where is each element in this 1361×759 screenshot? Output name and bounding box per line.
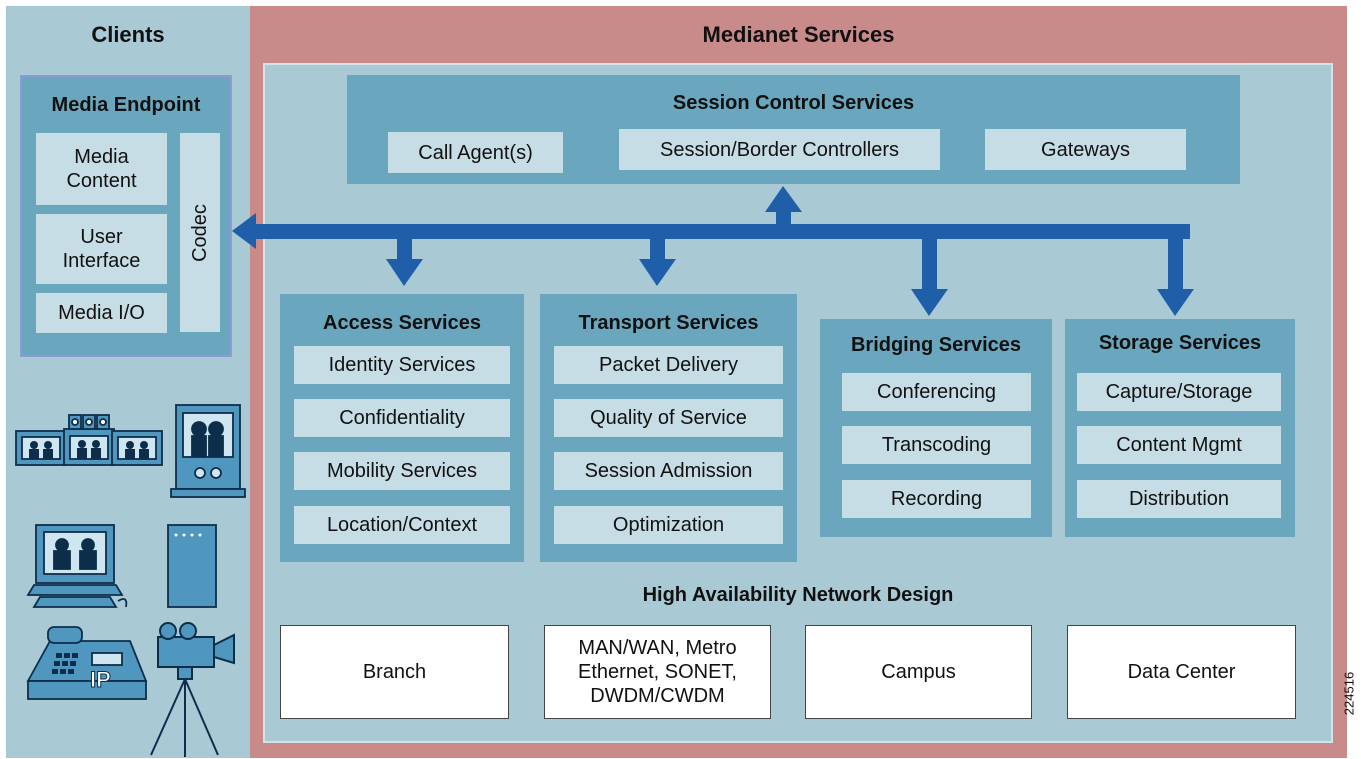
gateways-box: Gateways — [985, 129, 1186, 170]
distribution-box: Distribution — [1077, 480, 1281, 518]
bus-line — [250, 224, 1190, 239]
session-admission-box: Session Admission — [554, 452, 783, 490]
session-border-controllers-box: Session/Border Controllers — [619, 129, 940, 170]
set-top-box-icon — [167, 524, 217, 608]
medianet-title: Medianet Services — [702, 22, 895, 47]
quality-of-service-box: Quality of Service — [554, 399, 783, 437]
ip-label: IP — [90, 667, 111, 692]
media-endpoint-title: Media Endpoint — [51, 94, 201, 116]
confidentiality-box: Confidentiality — [294, 399, 510, 437]
arrow-to-storage — [1157, 289, 1194, 316]
location-context-box: Location/Context — [294, 506, 510, 544]
transcoding-box: Transcoding — [842, 426, 1031, 464]
transport-services-title: Transport Services — [578, 312, 759, 334]
arrow-to-session-control — [765, 186, 802, 212]
call-agent-box: Call Agent(s) — [388, 132, 563, 173]
branch-box: Branch — [280, 625, 509, 719]
conferencing-box: Conferencing — [842, 373, 1031, 411]
user-interface-box: User Interface — [36, 214, 167, 284]
figure-id: 224516 — [1336, 660, 1360, 730]
campus-box: Campus — [805, 625, 1032, 719]
session-control-title: Session Control Services — [672, 92, 915, 114]
figure-id-label: 224516 — [1341, 671, 1357, 716]
capture-storage-box: Capture/Storage — [1077, 373, 1281, 411]
ip-phone-icon: IP — [26, 626, 148, 700]
desktop-video-icon — [26, 524, 128, 608]
data-center-box: Data Center — [1067, 625, 1296, 719]
telepresence-icon — [15, 414, 163, 466]
ha-network-title: High Availability Network Design — [642, 584, 954, 606]
identity-services-box: Identity Services — [294, 346, 510, 384]
storage-services-title: Storage Services — [1098, 332, 1262, 354]
video-camera-icon — [150, 622, 235, 757]
arrow-to-bridging — [911, 289, 948, 316]
video-phone-icon — [170, 404, 246, 498]
codec-box: Codec — [180, 133, 220, 332]
mobility-services-box: Mobility Services — [294, 452, 510, 490]
packet-delivery-box: Packet Delivery — [554, 346, 783, 384]
arrow-to-codec — [232, 213, 256, 249]
recording-box: Recording — [842, 480, 1031, 518]
man-wan-box: MAN/WAN, Metro Ethernet, SONET, DWDM/CWD… — [544, 625, 771, 719]
clients-title: Clients — [91, 22, 165, 47]
optimization-box: Optimization — [554, 506, 783, 544]
content-mgmt-box: Content Mgmt — [1077, 426, 1281, 464]
bridging-services-title: Bridging Services — [850, 334, 1022, 356]
media-io-box: Media I/O — [36, 293, 167, 333]
access-services-title: Access Services — [323, 312, 481, 334]
arrow-to-access — [386, 259, 423, 286]
media-content-box: Media Content — [36, 133, 167, 205]
client-devices: IP — [15, 404, 246, 757]
arrow-to-transport — [639, 259, 676, 286]
